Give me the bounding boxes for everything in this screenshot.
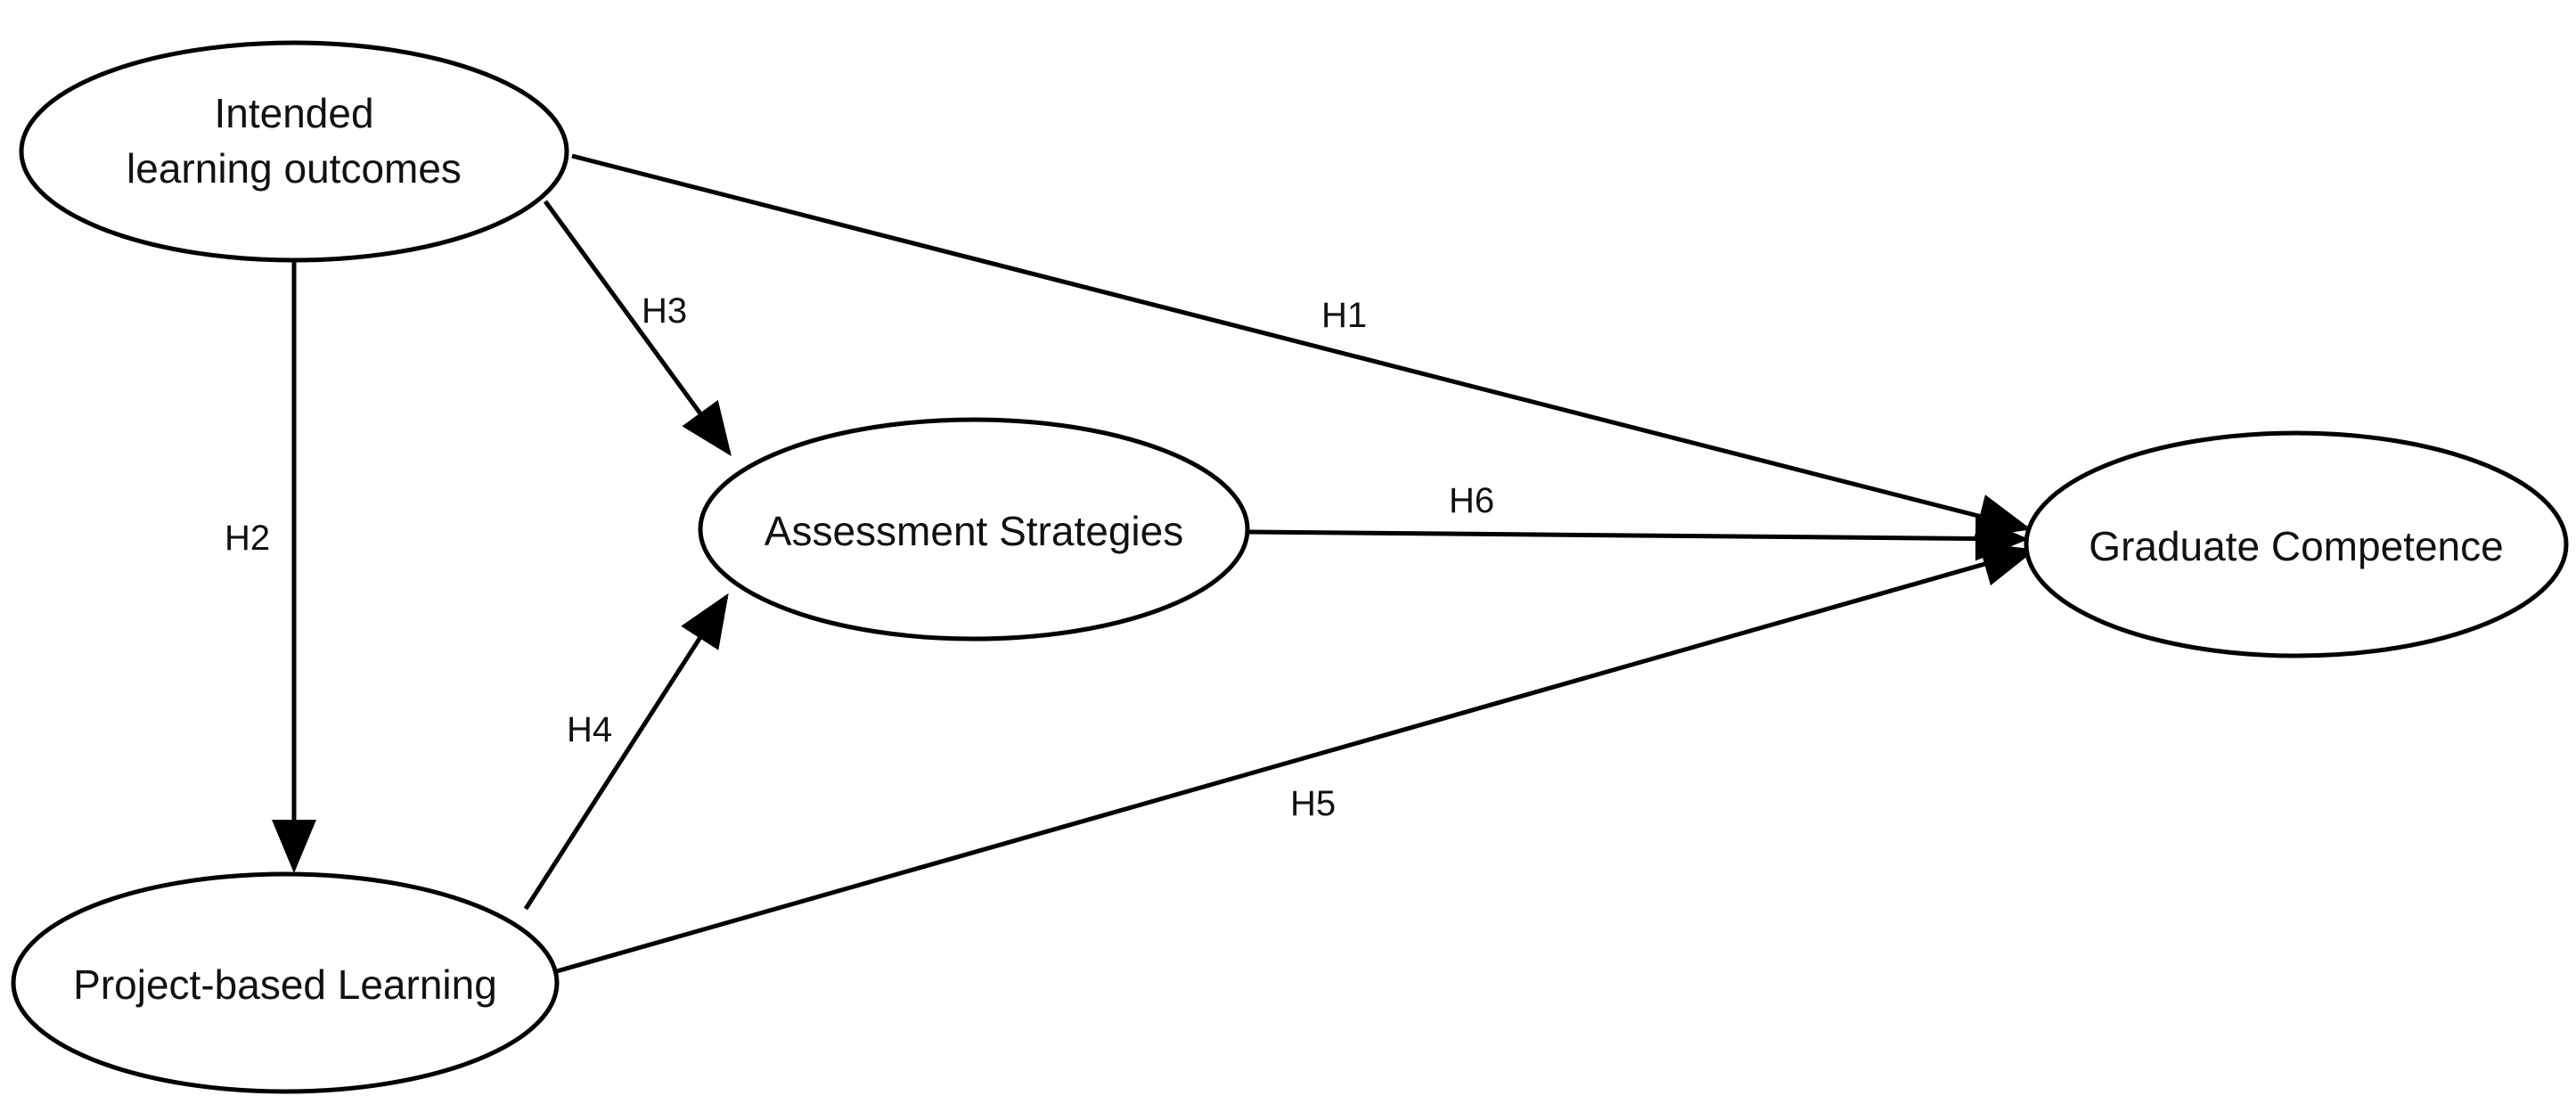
node-label: learning outcomes bbox=[127, 145, 462, 192]
edge-h3-arrow bbox=[543, 200, 732, 457]
node-ellipse bbox=[2024, 430, 2569, 658]
node-assessment-strategies: Assessment Strategies bbox=[698, 417, 1250, 642]
node-graduate-competence: Graduate Competence bbox=[2024, 430, 2569, 658]
node-ellipse bbox=[11, 871, 560, 1094]
node-intended-learning-outcomes: Intended learning outcomes bbox=[19, 40, 569, 263]
node-ellipse bbox=[698, 417, 1250, 642]
node-ellipse bbox=[19, 40, 569, 263]
edge-label-h4: H4 bbox=[567, 710, 612, 749]
edge-labels: H1 H2 H3 H4 H5 H6 bbox=[225, 291, 1494, 823]
edge-h1-arrow bbox=[571, 153, 2032, 538]
edges bbox=[272, 153, 2036, 974]
edge-h6-arrow bbox=[1248, 516, 2029, 561]
edge-h5-arrow bbox=[556, 543, 2036, 974]
node-label: Assessment Strategies bbox=[765, 508, 1183, 554]
node-label: Graduate Competence bbox=[2089, 523, 2503, 569]
edge-label-h6: H6 bbox=[1449, 481, 1494, 520]
node-label: Intended bbox=[214, 90, 373, 136]
node-project-based-learning: Project-based Learning bbox=[11, 871, 560, 1094]
edge-label-h1: H1 bbox=[1321, 296, 1367, 335]
edge-label-h3: H3 bbox=[642, 291, 687, 331]
edge-label-h5: H5 bbox=[1290, 784, 1336, 823]
node-label: Project-based Learning bbox=[73, 961, 497, 1008]
edge-h4-arrow bbox=[523, 593, 729, 911]
edge-label-h2: H2 bbox=[225, 519, 270, 558]
